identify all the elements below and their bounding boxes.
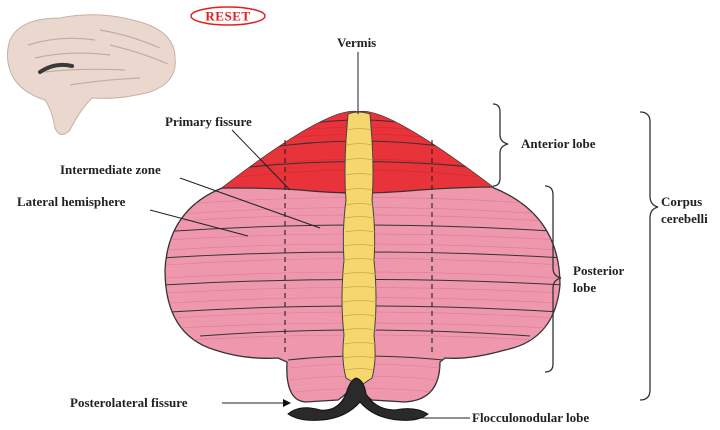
reset-button[interactable]: RESET: [191, 7, 265, 25]
anterior-lobe-bracket: [493, 104, 508, 186]
label-vermis: Vermis: [337, 35, 376, 50]
label-corpus-cerebelli-line1: Corpus: [661, 194, 702, 209]
label-posterior-lobe-line1: Posterior: [573, 263, 624, 278]
label-flocculonodular-lobe: Flocculonodular lobe: [472, 410, 589, 425]
label-anterior-lobe: Anterior lobe: [521, 136, 596, 151]
label-lateral-hemisphere: Lateral hemisphere: [17, 194, 126, 209]
vermis-region: [342, 112, 376, 386]
label-posterior-lobe-line2: lobe: [573, 280, 596, 295]
corpus-cerebelli-bracket: [640, 112, 658, 400]
reset-label: RESET: [205, 9, 250, 24]
label-primary-fissure: Primary fissure: [165, 114, 252, 129]
cerebellum-body: [150, 100, 580, 420]
label-intermediate-zone: Intermediate zone: [60, 162, 161, 177]
label-corpus-cerebelli-line2: cerebelli: [661, 211, 708, 226]
label-posterolateral-fissure: Posterolateral fissure: [70, 395, 188, 410]
cerebellum-thumbnail-icon: [7, 15, 175, 135]
